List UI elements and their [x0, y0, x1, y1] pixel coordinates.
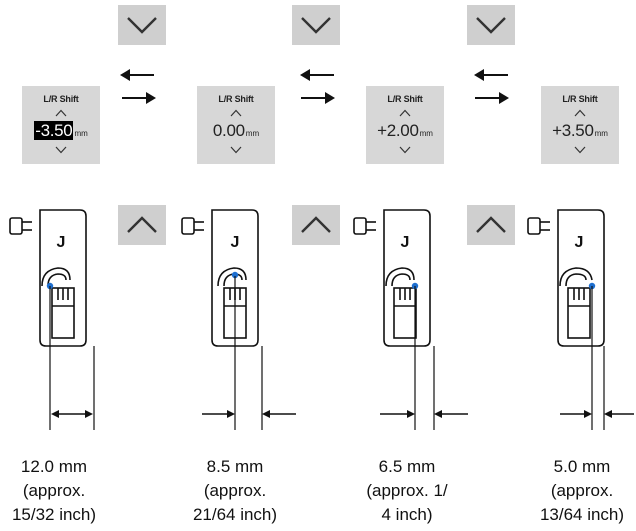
up-button-1[interactable] — [118, 205, 166, 245]
caption-3: 6.5 mm (approx. 1/ 4 inch) — [329, 455, 485, 527]
foot-letter: J — [401, 234, 410, 251]
presser-foot-j-3: J — [353, 209, 468, 430]
lr-shift-title: L/R Shift — [43, 94, 79, 104]
lr-shift-box-2: L/R Shift 0.00mm — [197, 86, 275, 164]
chevron-up-icon[interactable] — [574, 109, 586, 117]
caption-approx: (approx. — [203, 481, 267, 500]
foot-letter: J — [231, 234, 240, 251]
caption-1: 12.0 mm (approx. 15/32 inch) — [0, 455, 132, 527]
lr-shift-value: 0.00mm — [201, 121, 271, 141]
lr-shift-box-4: L/R Shift +3.50mm — [541, 86, 619, 164]
chevron-up-icon[interactable] — [55, 109, 67, 117]
caption-approx: (approx. — [550, 481, 614, 500]
chevron-up-icon — [476, 216, 506, 233]
lr-shift-title: L/R Shift — [218, 94, 254, 104]
caption-approx: (approx. — [22, 481, 86, 500]
arrow-right-icon — [475, 92, 509, 104]
caption-measure: 5.0 mm — [553, 457, 611, 476]
down-button-2[interactable] — [292, 5, 340, 45]
caption-inch: 21/64 inch) — [192, 505, 278, 524]
down-button-1[interactable] — [118, 5, 166, 45]
chevron-up-icon — [301, 216, 331, 233]
lr-shift-unit: mm — [74, 129, 88, 138]
caption-measure: 8.5 mm — [206, 457, 264, 476]
needle-position-dot — [231, 271, 239, 279]
caption-approx: (approx. 1/ — [366, 481, 448, 500]
chevron-down-icon[interactable] — [399, 146, 411, 154]
caption-4: 5.0 mm (approx. 13/64 inch) — [504, 455, 636, 527]
arrow-left-icon — [300, 69, 334, 81]
chevron-up-icon[interactable] — [399, 109, 411, 117]
lr-shift-value: +2.00mm — [370, 121, 440, 141]
chevron-down-icon[interactable] — [55, 146, 67, 154]
lr-shift-unit: mm — [419, 129, 433, 138]
foot-letter: J — [575, 234, 584, 251]
caption-2: 8.5 mm (approx. 21/64 inch) — [157, 455, 313, 527]
lr-shift-number: -3.50 — [34, 121, 74, 140]
lr-shift-unit: mm — [594, 129, 608, 138]
down-button-3[interactable] — [467, 5, 515, 45]
caption-measure: 6.5 mm — [378, 457, 436, 476]
lr-shift-number: +2.00 — [377, 121, 419, 140]
up-button-3[interactable] — [467, 205, 515, 245]
presser-foot-j-1: J — [9, 209, 95, 430]
arrow-left-icon — [120, 69, 154, 81]
arrow-right-icon — [122, 92, 156, 104]
lr-shift-title: L/R Shift — [562, 94, 598, 104]
arrow-left-icon — [474, 69, 508, 81]
chevron-down-icon — [301, 17, 331, 34]
caption-inch: 4 inch) — [381, 505, 433, 524]
lr-shift-title: L/R Shift — [387, 94, 423, 104]
chevron-down-icon — [127, 17, 157, 34]
presser-foot-j-2: J — [181, 209, 296, 430]
caption-inch: 15/32 inch) — [11, 505, 97, 524]
chevron-down-icon — [476, 17, 506, 34]
lr-shift-unit: mm — [245, 129, 260, 138]
up-button-2[interactable] — [292, 205, 340, 245]
lr-shift-value: +3.50mm — [545, 121, 615, 141]
chevron-down-icon[interactable] — [574, 146, 586, 154]
lr-shift-number: 0.00 — [212, 121, 245, 140]
lr-shift-number: +3.50 — [552, 121, 594, 140]
caption-measure: 12.0 mm — [20, 457, 88, 476]
chevron-up-icon[interactable] — [230, 109, 242, 117]
foot-letter: J — [57, 234, 66, 251]
chevron-up-icon — [127, 216, 157, 233]
arrow-right-icon — [301, 92, 335, 104]
presser-foot-j-4: J — [527, 209, 634, 430]
chevron-down-icon[interactable] — [230, 146, 242, 154]
lr-shift-box-3: L/R Shift +2.00mm — [366, 86, 444, 164]
caption-inch: 13/64 inch) — [539, 505, 625, 524]
